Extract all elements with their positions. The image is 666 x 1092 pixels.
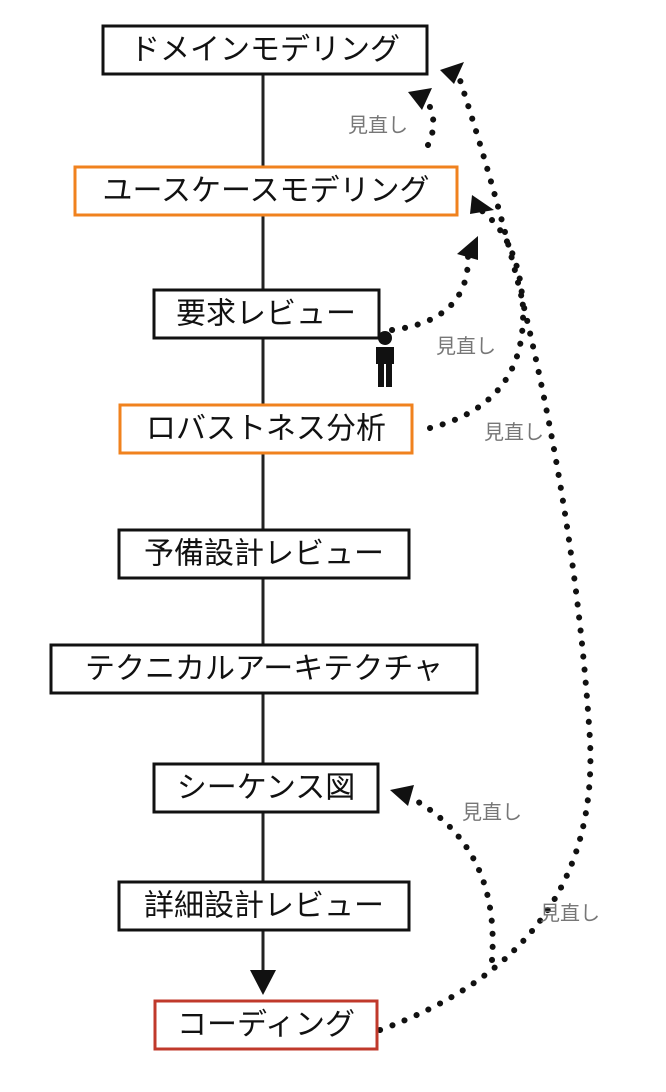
review-path-sequence — [412, 797, 496, 963]
step-label: 詳細設計レビュー — [144, 889, 384, 924]
steps-group: ドメインモデリング ユースケースモデリング 要求レビュー ロバストネス分析 予備… — [49, 24, 479, 1051]
arrowhead-usecase-upper — [470, 195, 494, 214]
step-coding[interactable]: コーディング — [153, 999, 379, 1051]
review-label-domain: 見直し — [348, 113, 408, 137]
step-label: コーディング — [177, 1008, 355, 1043]
review-labels: 見直し 見直し 見直し 見直し 見直し — [348, 113, 600, 925]
review-path-robustness — [427, 205, 527, 431]
review-path-domain — [422, 95, 437, 148]
review-label-sequence: 見直し — [462, 800, 522, 824]
step-label: ユースケースモデリング — [103, 174, 430, 209]
step-label: 要求レビュー — [176, 297, 356, 332]
main-flow-line — [250, 75, 276, 995]
review-path-requirements — [389, 252, 472, 333]
step-label: ロバストネス分析 — [146, 412, 386, 447]
arrowhead-coding-top — [440, 62, 464, 84]
person-icon — [376, 331, 394, 387]
step-label: テクニカルアーキテクチャ — [85, 652, 443, 687]
arrowhead-sequence — [390, 785, 414, 806]
step-preliminary-design-review[interactable]: 予備設計レビュー — [117, 528, 411, 580]
feedback-paths — [377, 62, 594, 1033]
flow-arrowhead — [250, 970, 276, 995]
step-label: ドメインモデリング — [130, 33, 400, 68]
step-detailed-design-review[interactable]: 詳細設計レビュー — [117, 880, 411, 932]
step-label: 予備設計レビュー — [144, 537, 384, 572]
review-path-coding — [377, 77, 594, 1033]
step-technical-architecture[interactable]: テクニカルアーキテクチャ — [49, 643, 479, 695]
arrowhead-domain — [408, 88, 432, 110]
review-label-coding: 見直し — [540, 901, 600, 925]
step-sequence-diagram[interactable]: シーケンス図 — [152, 762, 380, 814]
step-domain-modeling[interactable]: ドメインモデリング — [101, 24, 429, 76]
review-label-robustness: 見直し — [484, 420, 544, 444]
step-usecase-modeling[interactable]: ユースケースモデリング — [73, 165, 459, 217]
review-label-requirements: 見直し — [436, 334, 496, 358]
step-robustness-analysis[interactable]: ロバストネス分析 — [118, 403, 414, 455]
step-label: シーケンス図 — [177, 771, 356, 806]
arrowhead-usecase-lower — [457, 236, 478, 260]
step-requirements-review[interactable]: 要求レビュー — [152, 288, 381, 340]
